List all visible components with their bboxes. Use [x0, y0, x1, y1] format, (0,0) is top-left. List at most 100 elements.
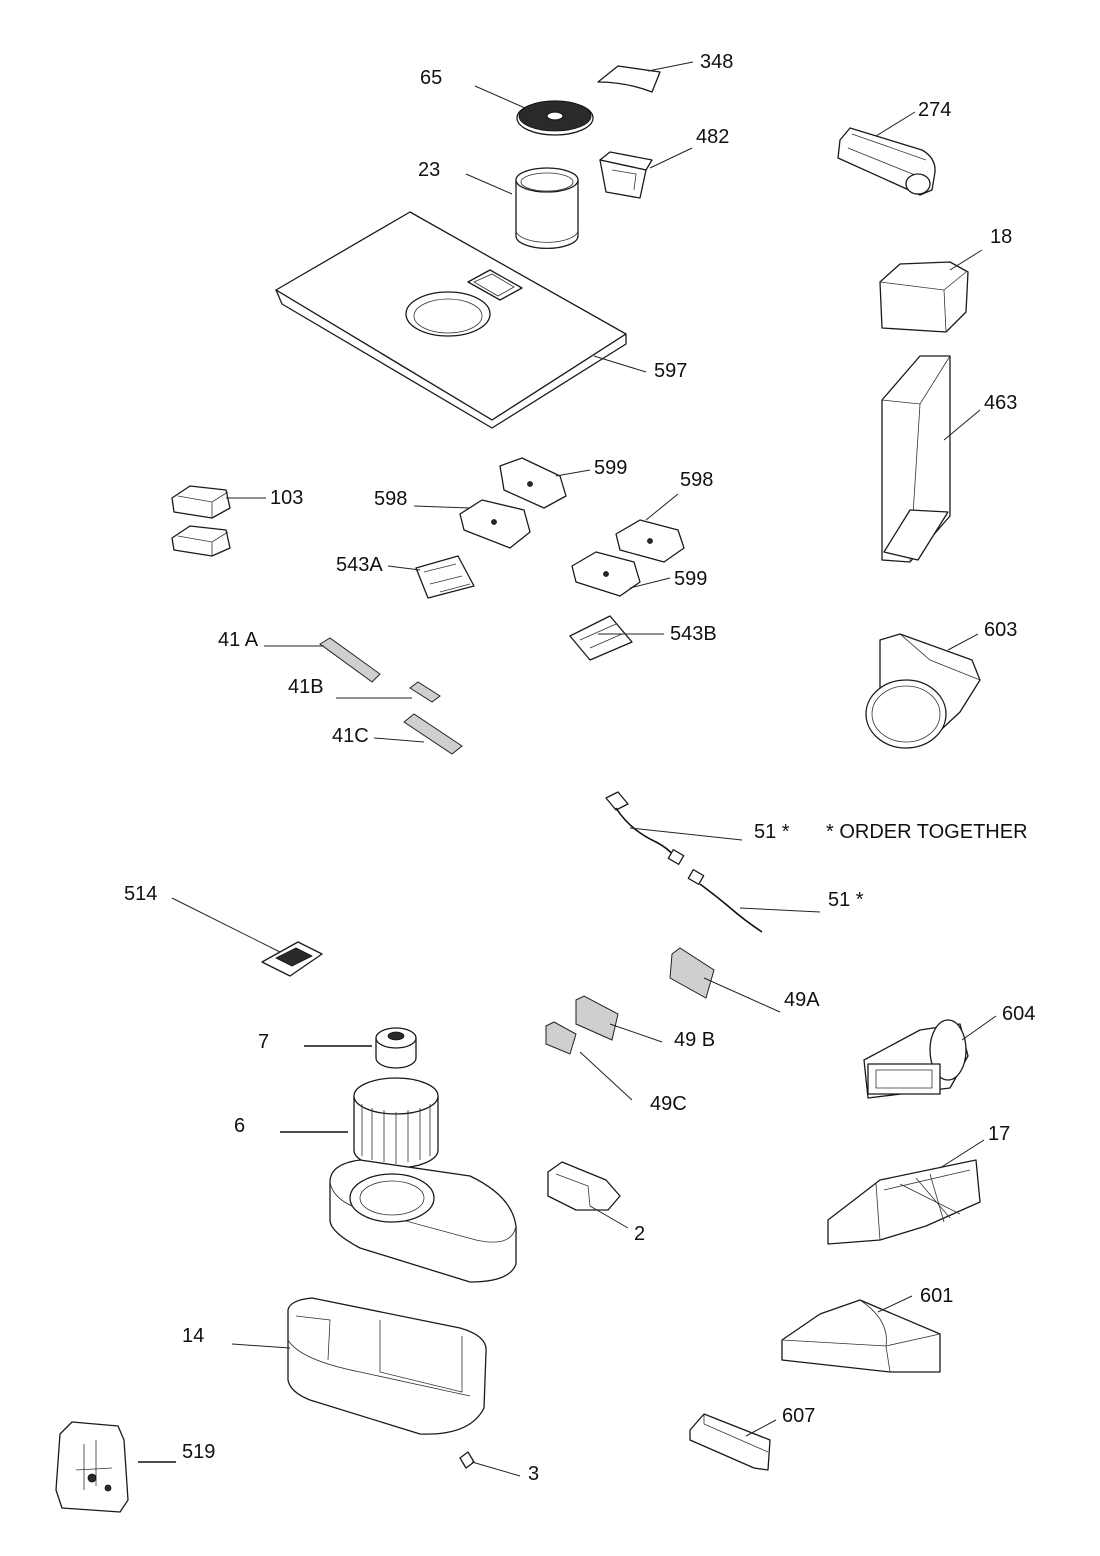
label-599b: 599: [674, 568, 707, 590]
part-603-adapter[interactable]: [865, 633, 981, 749]
label-6: 6: [234, 1115, 245, 1137]
part-41a-board[interactable]: [319, 637, 381, 683]
label-519: 519: [182, 1441, 215, 1463]
leader-41c: [373, 737, 425, 743]
part-51-cable-b[interactable]: [687, 869, 763, 933]
part-6-blower-wheel[interactable]: [353, 1077, 439, 1169]
part-598-coil-b[interactable]: [615, 519, 685, 563]
part-17-bend-duct[interactable]: [827, 1159, 981, 1245]
part-65-filter-grille[interactable]: [516, 100, 594, 136]
part-51-cable-a[interactable]: [605, 791, 685, 865]
label-604: 604: [1002, 1003, 1035, 1025]
leader-543a: [387, 565, 421, 571]
order-together-note: * ORDER TOGETHER: [826, 821, 1028, 843]
leader-599a: [555, 469, 591, 477]
label-3: 3: [528, 1463, 539, 1485]
label-601: 601: [920, 1285, 953, 1307]
label-543b: 543B: [670, 623, 717, 645]
leader-3: [471, 1461, 521, 1477]
leader-51a: [629, 827, 743, 841]
leader-17: [939, 1139, 985, 1169]
label-49a: 49A: [784, 989, 820, 1011]
leader-49c: [579, 1051, 633, 1101]
part-274-duct-elbow[interactable]: [837, 127, 936, 196]
label-65: 65: [420, 67, 442, 89]
label-41a: 41 A: [218, 629, 259, 651]
part-519-hardware-bag[interactable]: [55, 1421, 129, 1513]
leader-348: [647, 61, 694, 72]
leader-2: [589, 1205, 629, 1229]
label-18: 18: [990, 226, 1012, 248]
label-41c: 41C: [332, 725, 369, 747]
label-51b: 51 *: [828, 889, 864, 911]
part-597-hob-top[interactable]: [275, 211, 627, 429]
leader-598b: [645, 493, 679, 521]
part-41b-board[interactable]: [409, 681, 441, 703]
leader-604: [961, 1015, 997, 1041]
leader-603: [947, 633, 979, 651]
part-543b-pad[interactable]: [569, 615, 633, 661]
part-41c-board[interactable]: [403, 713, 463, 755]
part-49a-board[interactable]: [669, 947, 715, 999]
part-23-cylinder[interactable]: [515, 167, 579, 250]
label-514: 514: [124, 883, 157, 905]
leader-599b: [629, 577, 671, 589]
leader-49a: [703, 977, 781, 1013]
part-463-straight-duct[interactable]: [881, 355, 951, 563]
label-598a: 598: [374, 488, 407, 510]
leader-482: [649, 147, 693, 169]
label-274: 274: [918, 99, 951, 121]
part-599-coil-b[interactable]: [571, 551, 641, 597]
part-103-feet[interactable]: [171, 485, 231, 557]
label-49c: 49C: [650, 1093, 687, 1115]
label-543a: 543A: [336, 554, 383, 576]
leader-274: [875, 111, 916, 137]
part-348-cover[interactable]: [597, 65, 661, 93]
label-348: 348: [700, 51, 733, 73]
part-543a-pad[interactable]: [415, 555, 475, 599]
leader-23: [465, 173, 513, 195]
part-18-transition-duct[interactable]: [879, 261, 969, 333]
part-49c-board[interactable]: [545, 1021, 577, 1055]
label-23: 23: [418, 159, 440, 181]
part-601-corner-duct[interactable]: [781, 1299, 941, 1373]
label-7: 7: [258, 1031, 269, 1053]
leader-18: [949, 249, 983, 271]
leader-514: [171, 897, 281, 953]
part-599-coil-a[interactable]: [499, 457, 567, 509]
part-607-connector[interactable]: [689, 1413, 771, 1471]
label-482: 482: [696, 126, 729, 148]
label-598b: 598: [680, 469, 713, 491]
fan-housing-upper[interactable]: [329, 1159, 517, 1283]
label-599a: 599: [594, 457, 627, 479]
part-482-box[interactable]: [599, 151, 653, 199]
part-49b-board[interactable]: [575, 995, 619, 1041]
part-2-adapter[interactable]: [547, 1161, 621, 1211]
leader-65: [474, 85, 526, 109]
leader-607: [745, 1419, 777, 1437]
leader-51b: [739, 907, 821, 913]
leader-601: [877, 1295, 913, 1313]
label-51a: 51 *: [754, 821, 790, 843]
leader-597: [593, 355, 647, 373]
label-14: 14: [182, 1325, 204, 1347]
part-3-clip[interactable]: [459, 1451, 475, 1469]
part-598-coil-a[interactable]: [459, 499, 531, 549]
label-597: 597: [654, 360, 687, 382]
leader-598a: [413, 505, 471, 509]
label-103: 103: [270, 487, 303, 509]
part-7-motor[interactable]: [375, 1027, 417, 1069]
label-41b: 41B: [288, 676, 324, 698]
part-514-terminal-block[interactable]: [261, 941, 323, 977]
leader-49b: [609, 1023, 663, 1043]
leader-463: [943, 409, 981, 441]
label-463: 463: [984, 392, 1017, 414]
leader-14: [231, 1343, 291, 1349]
label-2: 2: [634, 1223, 645, 1245]
part-14-lower-housing[interactable]: [287, 1297, 487, 1435]
label-603: 603: [984, 619, 1017, 641]
label-17: 17: [988, 1123, 1010, 1145]
label-49b: 49 B: [674, 1029, 715, 1051]
part-604-adapter[interactable]: [863, 1019, 969, 1099]
